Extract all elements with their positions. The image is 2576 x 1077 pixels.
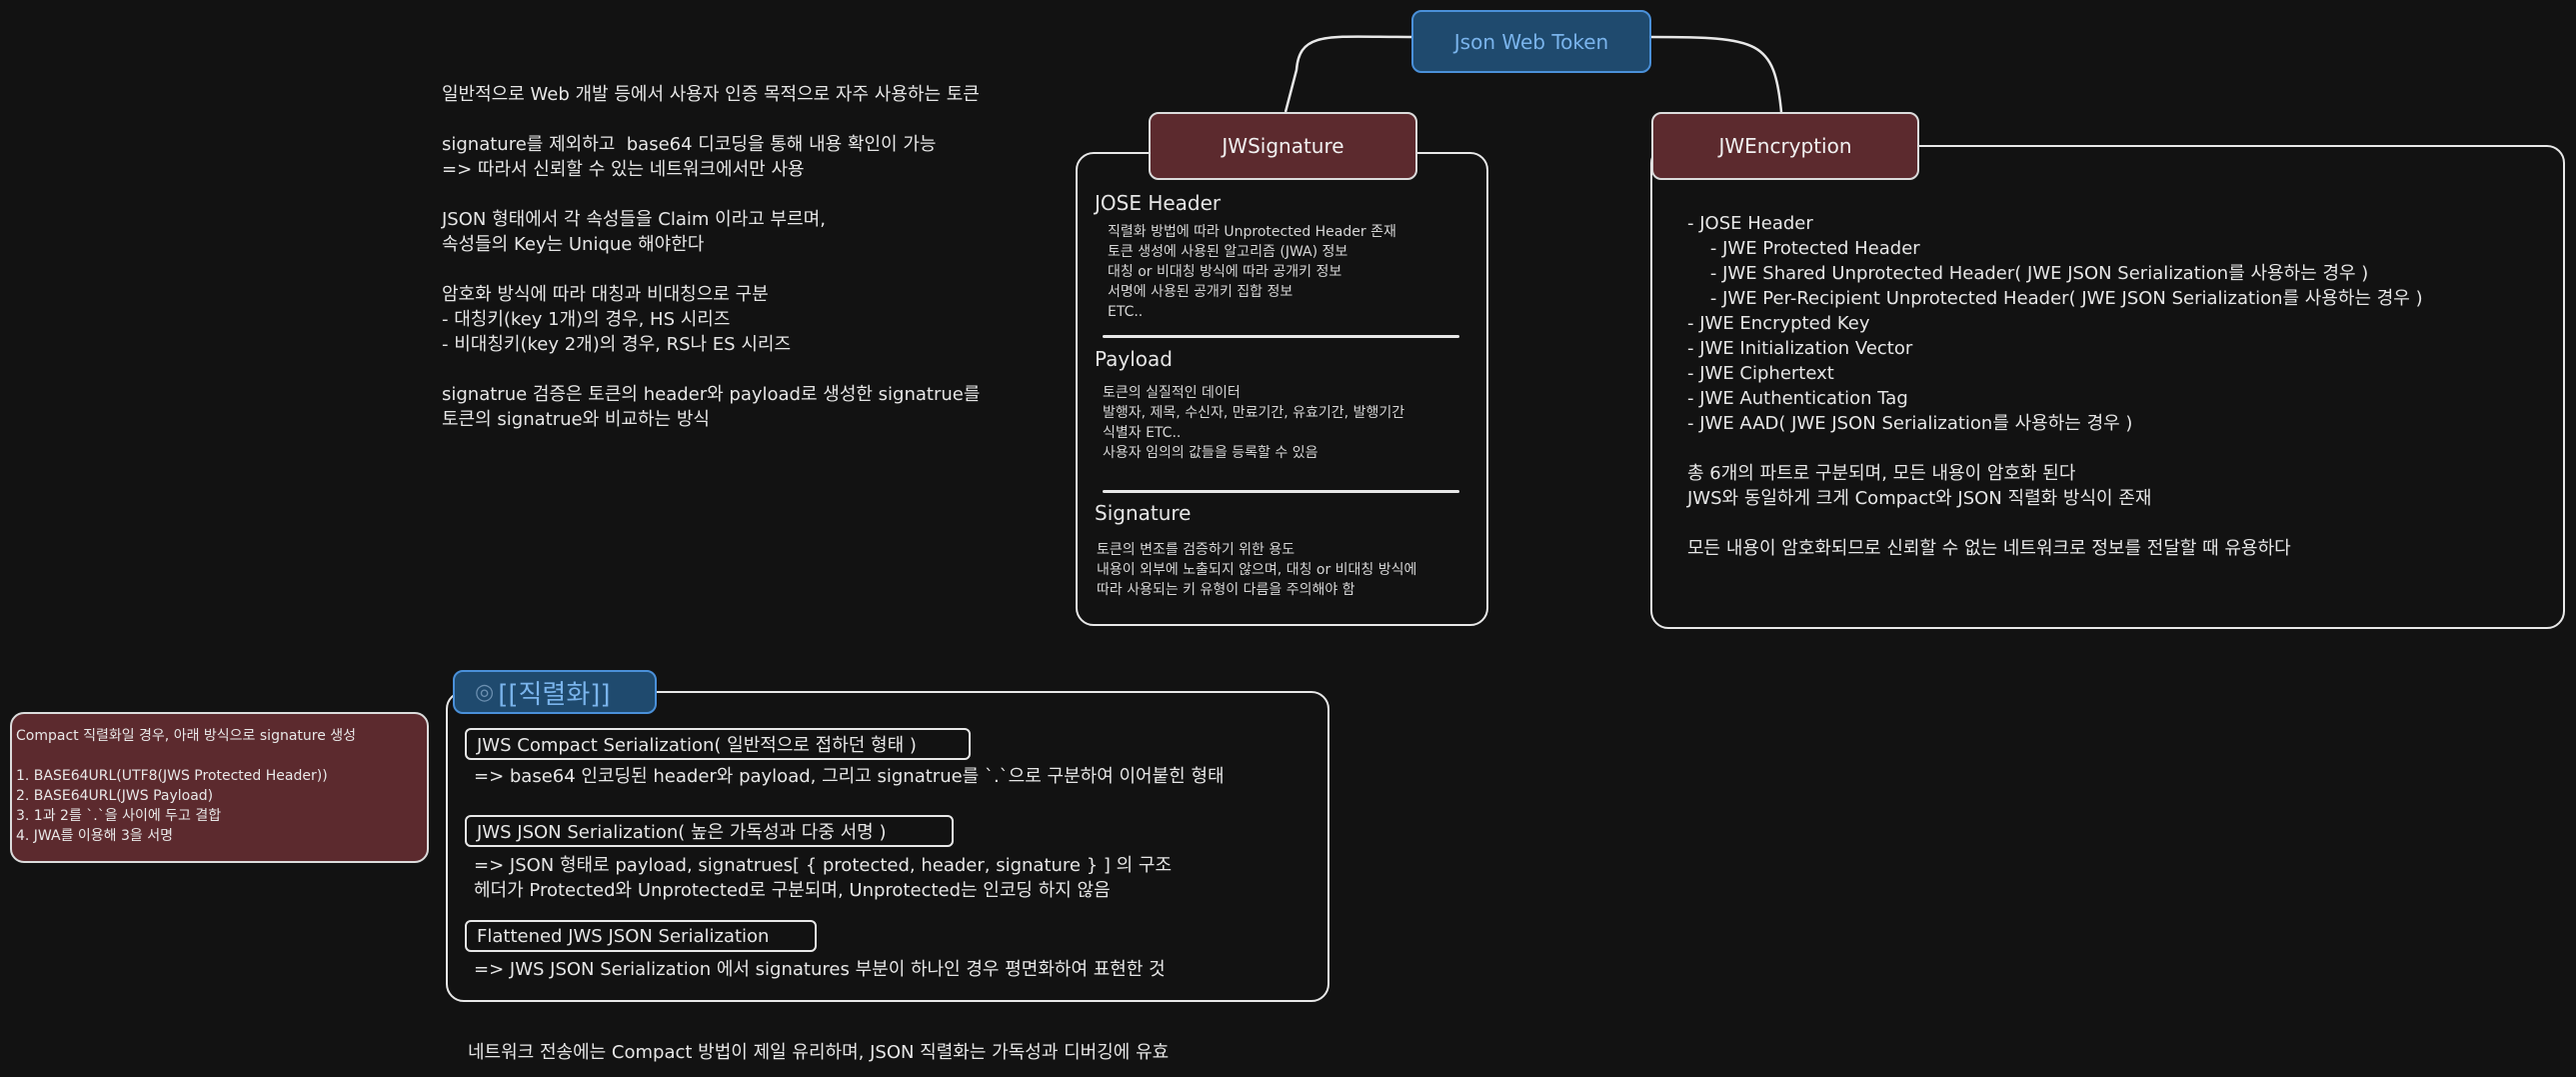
intro-line: 속성들의 Key는 Unique 해야한다 <box>442 234 705 255</box>
jwe-line: - JWE Per-Recipient Unprotected Header( … <box>1687 288 2423 309</box>
jwe-details: - JOSE Header - JWE Protected Header - J… <box>1687 211 2423 561</box>
intro-line <box>442 107 980 132</box>
jwe-line: - JWE Authentication Tag <box>1687 388 1908 409</box>
payload-details: 토큰의 실질적인 데이터 발행자, 제목, 수신자, 만료기간, 유효기간, 발… <box>1103 383 1404 463</box>
jose-header-line: 토큰 생성에 사용된 알고리즘 (JWA) 정보 <box>1108 244 1348 260</box>
compact-note-line: Compact 직렬화일 경우, 아래 방식으로 signature 생성 <box>16 728 357 744</box>
root-label: Json Web Token <box>1453 29 1609 54</box>
flattened-serialization-label: Flattened JWS JSON Serialization <box>477 925 770 947</box>
intro-line: - 대칭키(key 1개)의 경우, HS 시리즈 <box>442 309 731 330</box>
intro-line: => 따라서 신뢰할 수 있는 네트워크에서만 사용 <box>442 159 805 180</box>
divider <box>1103 335 1459 338</box>
jwe-label: JWEncryption <box>1718 134 1852 158</box>
jwe-line: - JWE Ciphertext <box>1687 363 1834 384</box>
json-serialization-label: JWS JSON Serialization( 높은 가독성과 다중 서명 ) <box>477 822 887 843</box>
json-serialization-title: JWS JSON Serialization( 높은 가독성과 다중 서명 ) <box>465 815 954 847</box>
compact-note-line <box>16 746 423 766</box>
jwe-line: - JWE AAD( JWE JSON Serialization를 사용하는 … <box>1687 413 2133 434</box>
compact-note: Compact 직렬화일 경우, 아래 방식으로 signature 생성 1.… <box>10 712 429 863</box>
jwe-line <box>1687 511 2423 536</box>
intro-line: 일반적으로 Web 개발 등에서 사용자 인증 목적으로 자주 사용하는 토큰 <box>442 84 980 105</box>
signature-line: 따라 사용되는 키 유형이 다름을 주의해야 함 <box>1097 582 1355 598</box>
serialization-footer: 네트워크 전송에는 Compact 방법이 제일 유리하며, JSON 직렬화는… <box>468 1042 1170 1063</box>
jose-header-line: 직렬화 방법에 따라 Unprotected Header 존재 <box>1108 224 1396 240</box>
signature-title: Signature <box>1095 501 1192 525</box>
compact-note-line: 1. BASE64URL(UTF8(JWS Protected Header)) <box>16 768 328 784</box>
intro-line <box>442 182 980 207</box>
payload-line: 식별자 ETC.. <box>1103 425 1182 441</box>
jwe-line: - JWE Initialization Vector <box>1687 338 1913 359</box>
intro-line: signature를 제외하고 base64 디코딩을 통해 내용 확인이 가능 <box>442 134 937 155</box>
serialization-label: [[직렬화]] <box>498 679 611 710</box>
payload-line: 사용자 임의의 값들을 등록할 수 있음 <box>1103 445 1318 461</box>
json-desc-line: => JSON 형태로 payload, signatrues[ { prote… <box>474 855 1173 876</box>
compact-serialization-title: JWS Compact Serialization( 일반적으로 접하던 형태 … <box>465 728 971 760</box>
jwe-line <box>1687 436 2423 461</box>
intro-text: 일반적으로 Web 개발 등에서 사용자 인증 목적으로 자주 사용하는 토큰 … <box>442 82 980 432</box>
root-node[interactable]: Json Web Token <box>1411 10 1651 73</box>
flattened-serialization-title: Flattened JWS JSON Serialization <box>465 920 817 952</box>
jose-header-title: JOSE Header <box>1095 191 1222 215</box>
jose-header-line: 서명에 사용된 공개키 집합 정보 <box>1108 284 1293 300</box>
signature-details: 토큰의 변조를 검증하기 위한 용도 내용이 외부에 노출되지 않으며, 대칭 … <box>1097 540 1416 600</box>
jwe-line: - JOSE Header <box>1687 213 1813 234</box>
jwe-line: 총 6개의 파트로 구분되며, 모든 내용이 암호화 된다 <box>1687 463 2076 484</box>
json-serialization-desc: => JSON 형태로 payload, signatrues[ { prote… <box>474 853 1172 903</box>
payload-line: 발행자, 제목, 수신자, 만료기간, 유효기간, 발행기간 <box>1103 405 1405 421</box>
signature-line: 내용이 외부에 노출되지 않으며, 대칭 or 비대칭 방식에 <box>1097 562 1417 578</box>
payload-line: 토큰의 실질적인 데이터 <box>1103 385 1241 401</box>
jwe-box <box>1650 145 2565 629</box>
json-desc-line: 헤더가 Protected와 Unprotected로 구분되며, Unprot… <box>474 880 1111 901</box>
divider <box>1103 490 1459 493</box>
jwe-line: 모든 내용이 암호화되므로 신뢰할 수 없는 네트워크로 정보를 전달할 때 유… <box>1687 538 2291 559</box>
flattened-serialization-desc: => JWS JSON Serialization 에서 signatures … <box>474 959 1166 980</box>
serialization-link[interactable]: ◎ [[직렬화]] <box>453 670 657 714</box>
jwe-line: JWS와 동일하게 크게 Compact와 JSON 직렬화 방식이 존재 <box>1687 488 2152 509</box>
intro-line: JSON 형태에서 각 속성들을 Claim 이라고 부르며, <box>442 209 826 230</box>
compact-note-line: 3. 1과 2를 `.`을 사이에 두고 결합 <box>16 808 222 824</box>
intro-line <box>442 257 980 282</box>
jose-header-details: 직렬화 방법에 따라 Unprotected Header 존재 토큰 생성에 … <box>1108 222 1396 322</box>
intro-line: 암호화 방식에 따라 대칭과 비대칭으로 구분 <box>442 284 769 305</box>
compact-serialization-label: JWS Compact Serialization( 일반적으로 접하던 형태 … <box>477 735 917 756</box>
jwe-line: - JWE Encrypted Key <box>1687 313 1870 334</box>
compact-note-line: 4. JWA를 이용해 3을 서명 <box>16 828 174 844</box>
jwe-line: - JWE Shared Unprotected Header( JWE JSO… <box>1687 263 2369 284</box>
jws-node[interactable]: JWSignature <box>1149 112 1417 180</box>
intro-line: - 비대칭키(key 2개)의 경우, RS나 ES 시리즈 <box>442 334 792 355</box>
jws-label: JWSignature <box>1222 134 1344 158</box>
signature-line: 토큰의 변조를 검증하기 위한 용도 <box>1097 542 1295 558</box>
serialization-box <box>446 691 1329 1002</box>
compact-note-line: 2. BASE64URL(JWS Payload) <box>16 788 214 804</box>
payload-title: Payload <box>1095 347 1173 371</box>
globe-icon: ◎ <box>475 679 495 705</box>
intro-line: signatrue 검증은 토큰의 header와 payload로 생성한 s… <box>442 384 981 405</box>
intro-line: 토큰의 signatrue와 비교하는 방식 <box>442 409 710 430</box>
jose-header-line: 대칭 or 비대칭 방식에 따라 공개키 정보 <box>1108 264 1342 280</box>
jwe-node[interactable]: JWEncryption <box>1651 112 1919 180</box>
compact-serialization-desc: => base64 인코딩된 header와 payload, 그리고 sign… <box>474 766 1225 787</box>
jose-header-line: ETC.. <box>1108 304 1144 320</box>
jwe-line: - JWE Protected Header <box>1687 238 1920 259</box>
intro-line <box>442 357 980 382</box>
